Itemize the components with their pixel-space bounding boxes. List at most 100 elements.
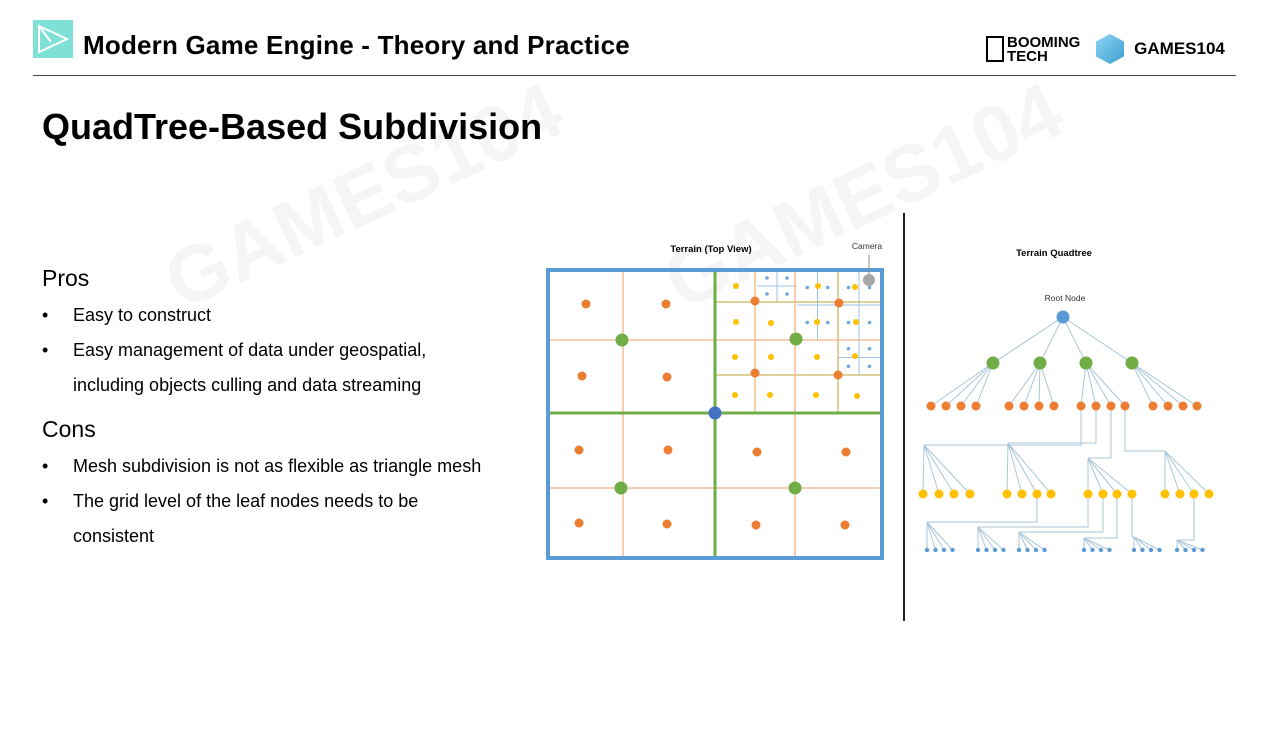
tree-edge <box>1062 316 1087 364</box>
tree-edge <box>922 444 925 495</box>
bullet-icon: • <box>42 491 49 511</box>
tree-edge <box>1038 362 1041 407</box>
tree-edge <box>927 494 1038 523</box>
tree-edge <box>930 362 994 407</box>
brand-text: GAMES104 <box>1134 39 1225 58</box>
level3-node <box>934 489 944 499</box>
tree-edge <box>1124 406 1165 452</box>
level3-node <box>949 489 959 499</box>
tree-edge <box>926 521 936 551</box>
tree-edge <box>1177 494 1195 541</box>
course-title: Modern Game Engine - Theory and Practice <box>83 30 630 60</box>
level3-node <box>813 392 819 398</box>
tree-edge <box>1085 362 1126 407</box>
tree-edge <box>923 444 940 495</box>
level2-node <box>662 372 672 382</box>
leaf-node <box>984 547 989 553</box>
pros-heading: Pros <box>42 265 90 291</box>
level2-node <box>971 401 981 411</box>
level3-node <box>733 283 739 289</box>
tree-edge <box>1133 536 1152 551</box>
leaf-node-dot <box>825 320 830 325</box>
leaf-node <box>1098 547 1104 553</box>
tree-edge <box>1007 442 1038 495</box>
level3-node <box>1002 489 1012 499</box>
level2-node <box>574 518 584 528</box>
level2-node <box>1192 401 1202 411</box>
level2-node <box>956 401 966 411</box>
level3-node <box>814 319 820 325</box>
tree-edge <box>1018 531 1045 551</box>
top-view-title: Terrain (Top View) <box>670 244 751 255</box>
level3-node <box>854 393 860 399</box>
level3-node <box>815 283 821 289</box>
tree-edge <box>923 444 971 495</box>
header-divider <box>33 75 1236 76</box>
tree-edge <box>1080 362 1087 407</box>
level2-node <box>581 299 591 309</box>
leaf-node-dot <box>805 320 810 325</box>
level2-node <box>661 299 671 309</box>
tree-edge <box>1085 362 1112 407</box>
tree-edge <box>1018 531 1037 551</box>
level3-node <box>1046 489 1056 499</box>
level3-node <box>1098 489 1108 499</box>
root-node <box>708 406 722 420</box>
leaf-node <box>1025 547 1030 553</box>
level3-node <box>814 354 820 360</box>
level3-node <box>1175 489 1185 499</box>
leaf-node <box>950 547 955 553</box>
tree-edge <box>1176 539 1195 551</box>
tree-edge <box>1087 457 1118 495</box>
tree-edge <box>1008 362 1041 407</box>
brand-line: BOOMING <box>1007 34 1081 51</box>
leaf-node-dot <box>805 285 810 290</box>
level3-node <box>853 319 859 325</box>
level2-node <box>1049 401 1059 411</box>
leaf-node-dot <box>867 285 872 290</box>
tree-edge <box>1007 442 1023 495</box>
tree-edge <box>926 521 953 551</box>
level2-node <box>574 445 584 455</box>
leaf-node-dot <box>867 346 872 351</box>
level2-node <box>1076 401 1086 411</box>
level3-node <box>852 353 858 359</box>
leaf-node-dot <box>765 276 769 280</box>
tree-edge <box>1083 537 1102 551</box>
level2-node <box>1148 401 1158 411</box>
level2-node <box>752 447 762 457</box>
leaf-node <box>941 547 947 553</box>
bullet-text: consistent <box>73 526 155 546</box>
tree-edge <box>1008 406 1097 444</box>
root-node-label: Root Node <box>1045 293 1086 303</box>
leaf-node-dot <box>846 320 851 325</box>
tree-edge <box>1131 362 1184 407</box>
leaf-node <box>992 547 998 553</box>
level3-node <box>1160 489 1170 499</box>
tree-edge <box>975 362 994 407</box>
tree-edge <box>1062 316 1133 364</box>
level1-node <box>615 333 629 347</box>
tree-edge <box>1131 362 1154 407</box>
booming-mark-icon <box>986 36 1004 62</box>
bullet-text: Mesh subdivision is not as flexible as t… <box>73 456 482 476</box>
level2-node <box>750 296 760 306</box>
level2-node <box>841 447 851 457</box>
level3-node <box>965 489 975 499</box>
tree-edge <box>1085 362 1097 407</box>
leaf-node <box>1157 547 1162 553</box>
leaf-node <box>933 547 938 553</box>
level2-node <box>840 520 850 530</box>
level1-node <box>788 481 802 495</box>
terrain-border <box>546 268 884 560</box>
leaf-node <box>1033 547 1039 553</box>
level2-node <box>750 368 760 378</box>
level2-node <box>1019 401 1029 411</box>
tree-edge <box>977 526 1004 551</box>
tree-edge <box>1131 494 1134 538</box>
course-logo <box>33 20 73 58</box>
camera-label: Camera <box>852 241 883 251</box>
level3-node <box>732 354 738 360</box>
tree-edge <box>1131 362 1169 407</box>
level2-node <box>1004 401 1014 411</box>
